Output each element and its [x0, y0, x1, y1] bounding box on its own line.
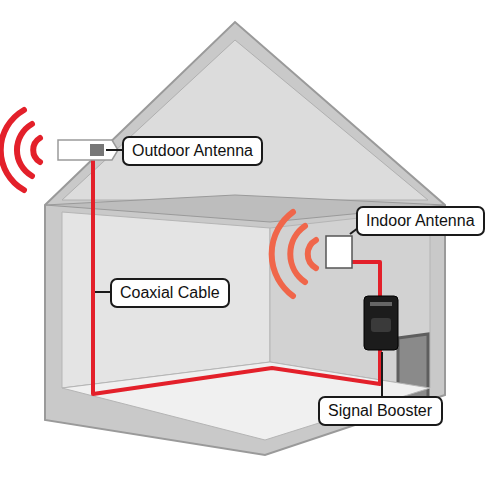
leader-lines: [95, 150, 382, 396]
coaxial-cable: [93, 158, 380, 394]
callout-text: Coaxial Cable: [120, 283, 220, 303]
attic-gable: [62, 40, 428, 200]
signal-booster: [364, 296, 398, 350]
signal-waves: [272, 212, 316, 296]
coaxial-cable: [352, 262, 380, 296]
callout-label: Signal Booster: [318, 396, 443, 426]
booster-logo: [370, 302, 392, 306]
callout-text: Outdoor Antenna: [132, 141, 253, 161]
callout-text: Indoor Antenna: [366, 211, 475, 231]
callout-label: Outdoor Antenna: [122, 136, 263, 166]
callout-label: Coaxial Cable: [110, 278, 230, 308]
callout-text: Signal Booster: [328, 401, 432, 421]
signal-waves: [1, 110, 40, 190]
antenna-plate: [90, 144, 104, 156]
booster-display: [371, 318, 391, 332]
house-outline: [45, 22, 445, 455]
callout-label: Indoor Antenna: [356, 206, 485, 236]
indoor-antenna: [326, 236, 352, 268]
